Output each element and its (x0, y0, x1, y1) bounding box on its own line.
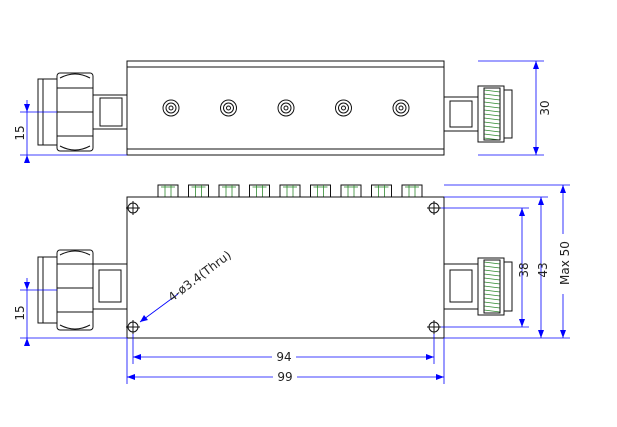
dimension-94: 94 (132, 334, 435, 364)
tuning-screw (162, 99, 180, 117)
tuning-screw-nut (401, 184, 423, 198)
bottom-tuning-screws (157, 184, 423, 198)
dimension-99: 99 (126, 338, 445, 384)
bottom-right-connector (443, 257, 513, 316)
tuning-screw-nut (310, 184, 331, 198)
dimension-99-label: 99 (277, 370, 292, 384)
tuning-screw-nut (371, 184, 392, 198)
tuning-screw-nut (188, 184, 209, 198)
top-view: 30 15 (13, 60, 552, 163)
top-right-connector (443, 85, 513, 143)
tuning-screw-nut (249, 184, 270, 198)
bottom-housing (126, 196, 445, 339)
tuning-screw (277, 99, 295, 117)
dimension-38-label: 38 (517, 262, 531, 277)
dimension-max-50-label: Max 50 (558, 241, 572, 285)
bottom-dimension-15: 15 (13, 278, 127, 346)
hole-note: 4-ø3.4(Thru) (139, 248, 234, 323)
tuning-screw-nut (279, 184, 301, 198)
mounting-holes (126, 201, 441, 334)
dimension-30: 30 (478, 60, 552, 156)
tuning-screw (220, 99, 237, 117)
tuning-screw-nut (340, 184, 362, 198)
tuning-screw-nut (218, 184, 240, 198)
hole-note-label: 4-ø3.4(Thru) (165, 248, 234, 304)
top-tuning-screws (162, 99, 410, 117)
bottom-dimension-15-label: 15 (13, 305, 27, 320)
dimension-38: 38 (441, 207, 531, 328)
top-dimension-15: 15 (13, 100, 127, 163)
dimension-43-label: 43 (536, 262, 550, 277)
tuning-screw-nut (157, 184, 179, 198)
dimension-max-50: Max 50 (444, 184, 572, 339)
tuning-screw (335, 99, 352, 117)
top-dimension-15-label: 15 (13, 125, 27, 140)
dimension-43: 43 (444, 196, 550, 339)
bottom-view: 4-ø3.4(Thru) 15 38 43 (13, 184, 572, 384)
dimension-94-label: 94 (276, 350, 291, 364)
dimension-30-label: 30 (538, 100, 552, 115)
tuning-screw (392, 99, 410, 117)
